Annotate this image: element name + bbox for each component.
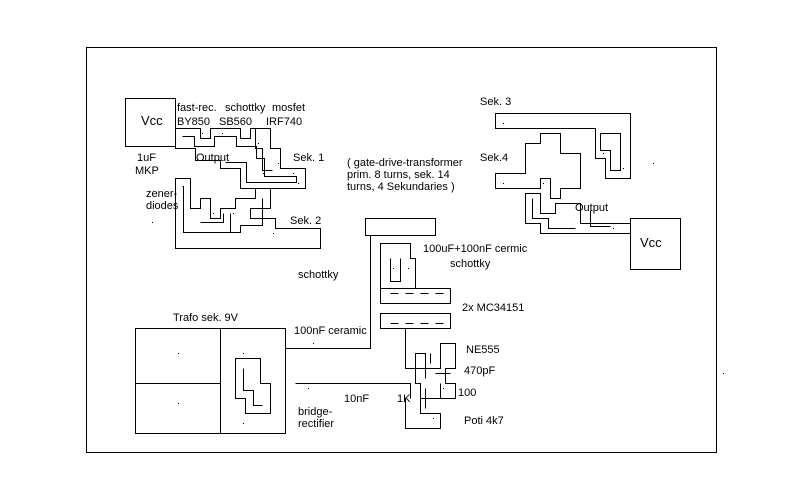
output-left-label: Output	[196, 152, 230, 164]
zener-label: zener- diodes	[146, 188, 179, 212]
trafo-dividers	[135, 328, 221, 434]
trafo-label: Trafo sek. 9V	[173, 312, 239, 324]
ne555-label: NE555	[466, 344, 500, 356]
ne555-trace	[405, 328, 456, 399]
gate-drive-label: ( gate-drive-transformer prim. 8 turns, …	[347, 157, 463, 193]
mkp-label: MKP	[135, 165, 159, 177]
vcc-left-box	[125, 98, 176, 147]
supply-wire	[285, 235, 411, 399]
mc34151-label: 2x MC34151	[462, 302, 525, 314]
left-upper-inner	[182, 136, 297, 183]
left-lower-traces	[175, 178, 321, 249]
pot-trace	[405, 398, 441, 429]
mc34151-a	[380, 288, 451, 304]
left-mosfet-trace	[255, 128, 273, 171]
left-lower-inner	[182, 186, 263, 233]
gate-drive-transformer	[365, 218, 436, 236]
sb560-label: SB560	[219, 116, 253, 128]
small-parts	[425, 353, 451, 409]
res-1k-label: 1K	[397, 393, 411, 405]
output-right-label: Output	[575, 202, 609, 214]
vcc-right-box	[630, 218, 681, 270]
trafo-box	[135, 328, 286, 434]
cap-1uf-label: 1uF	[137, 152, 156, 164]
driver-trace-top-inner	[390, 258, 401, 282]
right-upper-inner	[600, 133, 621, 171]
right-lower-traces	[525, 193, 631, 234]
pads	[152, 123, 724, 424]
cap-100uf-label: 100uF+100nF cermic	[423, 243, 528, 255]
sek1-label: Sek. 1	[293, 152, 325, 164]
mosfet-label: mosfet	[272, 102, 306, 114]
left-upper-traces	[175, 128, 306, 189]
res-100-label: 100	[458, 387, 477, 399]
poti-label: Poti 4k7	[464, 415, 504, 427]
cap-10nf-label: 10nF	[344, 393, 370, 405]
vcc-left-label: Vcc	[141, 113, 163, 128]
sek2-label: Sek. 2	[290, 215, 322, 227]
sek4-label: Sek.4	[480, 152, 509, 164]
fast-rec-label: fast-rec.	[177, 102, 217, 114]
cap-470pf-label: 470pF	[464, 365, 496, 377]
vcc-right-label: Vcc	[640, 235, 662, 250]
board-outline	[86, 47, 717, 453]
bridge-rectifier	[235, 358, 271, 414]
schottky-top-label: schottky	[225, 102, 266, 114]
by850-label: BY850	[177, 116, 211, 128]
bridge-label: bridge- rectifier	[298, 406, 335, 430]
right-mid-traces	[495, 133, 581, 199]
bridge-inner	[243, 368, 263, 406]
right-lower-inner	[532, 198, 611, 229]
right-upper-traces	[495, 113, 631, 179]
irf740-label: IRF740	[266, 116, 303, 128]
mc34151-b	[380, 313, 451, 329]
schottky-mid-label: schottky	[298, 269, 339, 281]
sek3-label: Sek. 3	[480, 96, 512, 108]
cap-100nf-label: 100nF ceramic	[294, 325, 367, 337]
schottky-right-label: schottky	[450, 258, 491, 270]
